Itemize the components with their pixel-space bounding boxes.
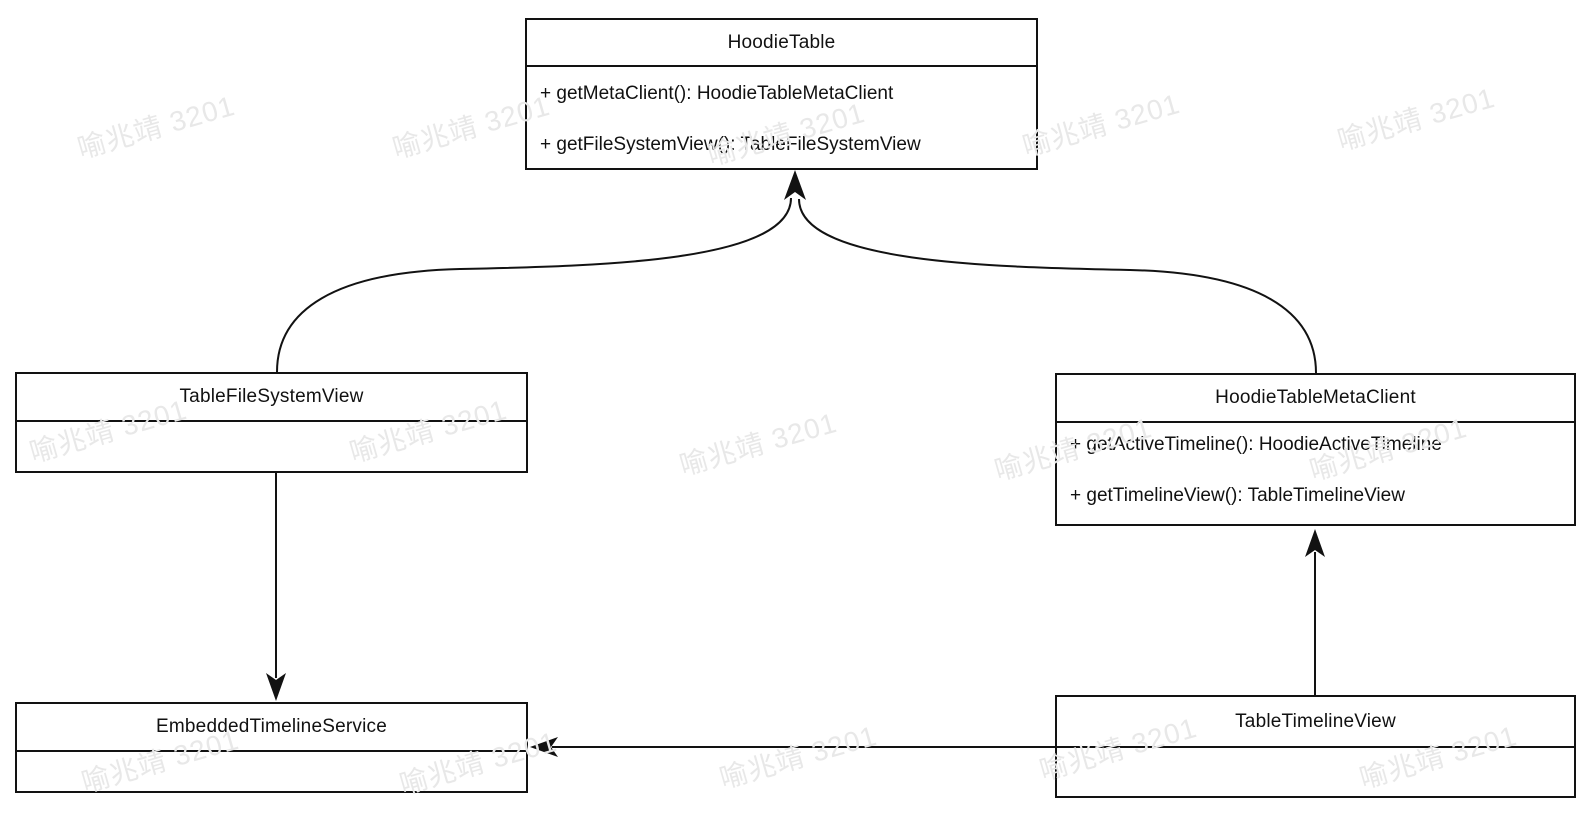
arrowhead-up-hoodietablemetaclient bbox=[1305, 529, 1325, 557]
class-box-embeddedtimelineservice: EmbeddedTimelineService bbox=[15, 702, 528, 793]
method-gettimelineview: + getTimelineView(): TableTimelineView bbox=[1070, 485, 1405, 506]
class-name-embeddedtimelineservice: EmbeddedTimelineService bbox=[17, 704, 526, 752]
class-box-tabletimelineview: TableTimelineView bbox=[1055, 695, 1576, 798]
method-getfilesystemview: + getFileSystemView(): TableFileSystemVi… bbox=[540, 134, 921, 155]
class-box-hoodietablemetaclient: HoodieTableMetaClient + getActiveTimelin… bbox=[1055, 373, 1576, 526]
arrow-tablefilesystemview-to-hoodietable bbox=[276, 197, 792, 373]
class-name-tabletimelineview: TableTimelineView bbox=[1057, 697, 1574, 748]
class-methods-hoodietablemetaclient: + getActiveTimeline(): HoodieActiveTimel… bbox=[1057, 423, 1574, 509]
method-getmetaclient: + getMetaClient(): HoodieTableMetaClient bbox=[540, 83, 894, 104]
arrowhead-down-embeddedtimelineservice bbox=[266, 673, 286, 701]
class-box-hoodietable: HoodieTable + getMetaClient(): HoodieTab… bbox=[525, 18, 1038, 170]
class-name-hoodietable: HoodieTable bbox=[527, 20, 1036, 67]
method-getactivetimeline: + getActiveTimeline(): HoodieActiveTimel… bbox=[1070, 434, 1442, 455]
arrowhead-up-hoodietable bbox=[784, 170, 806, 200]
class-name-hoodietablemetaclient: HoodieTableMetaClient bbox=[1057, 375, 1574, 423]
arrowhead-left-embeddedtimelineservice bbox=[530, 737, 558, 757]
arrow-hoodietablemetaclient-to-hoodietable bbox=[798, 198, 1317, 374]
class-name-tablefilesystemview: TableFileSystemView bbox=[17, 374, 526, 422]
class-box-tablefilesystemview: TableFileSystemView bbox=[15, 372, 528, 473]
class-methods-hoodietable: + getMetaClient(): HoodieTableMetaClient… bbox=[527, 67, 1036, 158]
